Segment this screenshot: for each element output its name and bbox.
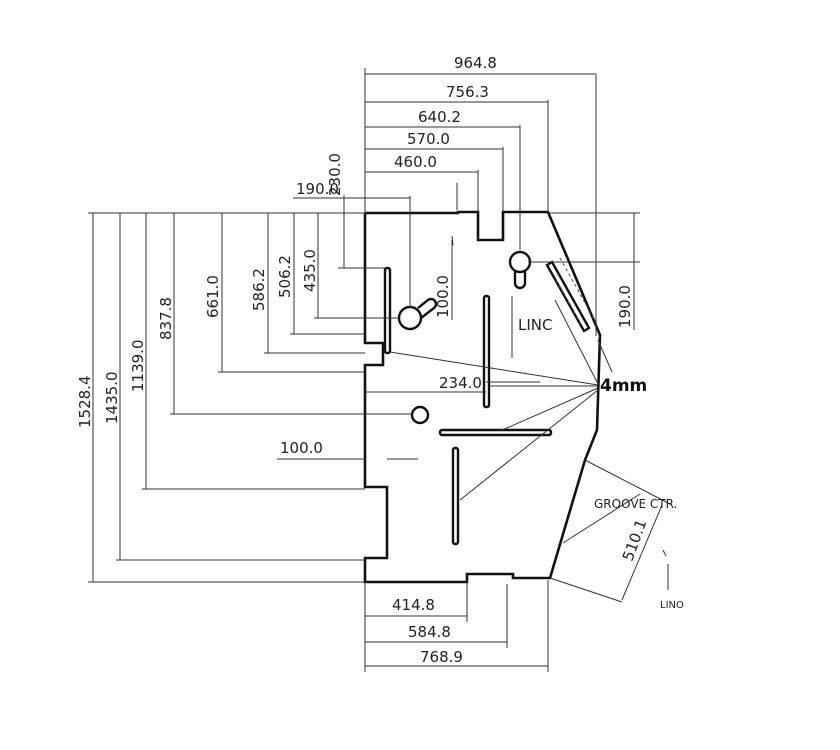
note-lino: LINO — [660, 600, 684, 611]
dim-506-2: 506.2 — [276, 255, 294, 298]
dim-460-0: 460.0 — [394, 153, 437, 171]
dim-190-0-top: 190.0 — [296, 180, 339, 198]
dim-756-3: 756.3 — [446, 83, 489, 101]
keyhole-left-neck — [417, 297, 438, 319]
dim-661-0: 661.0 — [204, 275, 222, 318]
round-hole — [410, 405, 430, 425]
slot-diagonal — [545, 260, 591, 333]
slot-center-vertical — [482, 294, 491, 409]
note-thickness: 4mm — [600, 376, 647, 396]
note-linc: LINC — [518, 316, 552, 334]
top-dimension-labels: 964.8 756.3 640.2 570.0 460.0 190.0 230.… — [296, 54, 497, 198]
dim-234-0: 234.0 — [439, 374, 482, 392]
thickness-leaders — [389, 299, 613, 501]
top-dimensions — [293, 68, 597, 336]
dim-768-9: 768.9 — [420, 648, 463, 666]
left-dimensions — [88, 212, 412, 583]
dim-1139-0: 1139.0 — [129, 340, 147, 393]
inner-dimensions — [277, 240, 540, 460]
dim-100-0-vertical: 100.0 — [434, 275, 452, 318]
panel-outline — [363, 210, 602, 584]
right-dimensions: 190.0 — [528, 212, 640, 330]
dim-640-2: 640.2 — [418, 108, 461, 126]
dim-510-1: 510.1 — [619, 517, 651, 564]
dim-964-8: 964.8 — [454, 54, 497, 72]
slot-lower-vertical — [451, 446, 460, 546]
dim-100-0-horizontal: 100.0 — [280, 439, 323, 457]
groove-dimension — [549, 459, 673, 603]
dim-586-2: 586.2 — [250, 268, 268, 311]
bottom-dimensions: 414.8 584.8 768.9 — [364, 580, 549, 672]
slot-left-vertical — [383, 266, 392, 355]
dim-837-8: 837.8 — [157, 297, 175, 340]
keyhole-right-neck — [513, 270, 527, 290]
dim-190-0-right: 190.0 — [616, 285, 634, 328]
dim-230-0: 230.0 — [326, 153, 344, 196]
keyhole-left — [397, 305, 423, 331]
dim-584-8: 584.8 — [408, 623, 451, 641]
dim-1435-0: 1435.0 — [103, 372, 121, 425]
dim-1528-4: 1528.4 — [76, 376, 94, 429]
slot-horizontal — [438, 428, 553, 437]
dim-570-0: 570.0 — [407, 130, 450, 148]
dim-414-8: 414.8 — [392, 596, 435, 614]
note-groove: GROOVE CTR. — [594, 497, 677, 511]
cutouts — [383, 250, 599, 546]
inner-dimension-labels: 100.0 100.0 234.0 — [280, 275, 482, 457]
dim-435-0: 435.0 — [301, 249, 319, 292]
left-dimension-labels: 1528.4 1435.0 1139.0 837.8 661.0 586.2 5… — [76, 249, 319, 428]
keyhole-right — [508, 250, 532, 274]
